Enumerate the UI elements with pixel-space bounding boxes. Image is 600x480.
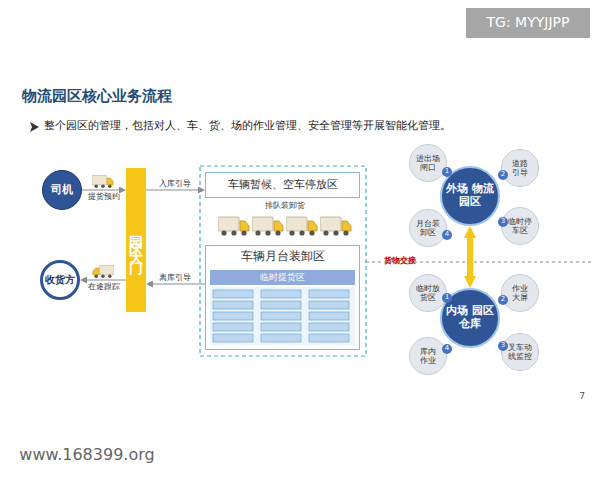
circle-shape: [502, 150, 539, 187]
circle-shape: [410, 145, 447, 182]
edge-label: 在途跟踪: [82, 282, 126, 292]
node-text: 临时放货区: [415, 284, 441, 302]
edge-label: 提货预约: [82, 192, 126, 202]
circle-shape: [502, 275, 539, 312]
callout-number: 3: [498, 341, 508, 351]
node-text: 叉车动线监控: [507, 343, 533, 361]
callout-number: 4: [442, 344, 452, 354]
truck-icon: [93, 265, 114, 278]
node-text: 临时提货区: [213, 272, 353, 282]
flow-arrow: [87, 280, 126, 281]
circle-shape: [441, 167, 499, 225]
truck-icon: [92, 175, 113, 188]
truck-icon: [286, 217, 317, 236]
circle-shape: [42, 262, 79, 299]
function-circle: 道路引导: [501, 149, 539, 187]
node-text: 司机: [44, 184, 80, 197]
callout-number: 2: [498, 295, 508, 305]
zone-box: 车辆月台装卸区临时提货区: [205, 245, 360, 350]
node-text: 内场 园区仓库: [445, 305, 495, 330]
node-text: 车辆月台装卸区: [208, 250, 358, 264]
edge-label: 货物交接: [376, 255, 424, 266]
zone-note: 排队装卸货: [250, 202, 320, 211]
bullet-text: 整个园区的管理，包括对人、车、货、场的作业管理、安全管理等开展智能化管理。: [44, 120, 584, 132]
circle-shape: [43, 171, 82, 210]
function-circle: 临时停车区: [501, 207, 539, 245]
circle-shape: [410, 338, 447, 375]
circle-shape: [410, 275, 447, 312]
circle-shape: [502, 334, 539, 371]
node-text: 园区大门: [128, 224, 144, 256]
flow-arrow: [153, 284, 205, 285]
node-text: 临时停车区: [507, 217, 533, 235]
actor-circle: 司机: [42, 170, 82, 210]
node-text: 作业大屏: [511, 284, 529, 302]
function-circle: 进出场闸口: [409, 144, 447, 182]
edge-label: 离库引导: [150, 272, 200, 283]
watermark: TG: MYYJJPP: [466, 8, 590, 38]
watermark: www.168399.org: [10, 440, 164, 470]
callout-number: 2: [498, 170, 508, 180]
callout-number: 1: [442, 167, 452, 177]
flow-arrow: [146, 190, 198, 191]
dashed-boundary: [200, 166, 366, 356]
page-number: 7: [574, 392, 590, 402]
zone-box: 车辆暂候、空车停放区: [205, 172, 360, 198]
circle-shape: [502, 208, 539, 245]
node-text: 库内作业: [419, 347, 437, 365]
truck-icon: [218, 217, 249, 236]
node-text: 收货方: [42, 274, 78, 286]
function-circle: 月台装卸区: [409, 209, 447, 247]
truck-icon: [320, 217, 351, 236]
edge-label: 入库引导: [150, 178, 200, 189]
node-text: 车辆暂候、空车停放区: [208, 179, 358, 192]
pickup-band: 临时提货区: [210, 270, 355, 285]
function-circle: 作业大屏: [501, 274, 539, 312]
function-circle: 库内作业: [409, 337, 447, 375]
circle-shape: [410, 210, 447, 247]
node-text: 月台装卸区: [415, 219, 441, 237]
function-circle: 叉车动线监控: [501, 333, 539, 371]
bullet-arrow: [30, 122, 39, 132]
gate-bar: 园区大门: [126, 168, 146, 312]
callout-number: 1: [442, 293, 452, 303]
node-text: 道路引导: [511, 159, 529, 177]
actor-circle: 收货方: [40, 260, 80, 300]
flow-arrow: [467, 238, 473, 276]
slide-title: 物流园区核心业务流程: [22, 87, 172, 106]
callout-number: 4: [442, 230, 452, 240]
circle-shape: [441, 289, 499, 347]
callout-number: 3: [498, 217, 508, 227]
truck-icon: [252, 217, 283, 236]
rack-grid: [210, 287, 355, 345]
flow-arrow: [82, 190, 119, 191]
node-text: 外场 物流园区: [445, 183, 495, 208]
node-text: 进出场闸口: [415, 154, 441, 172]
function-circle: 临时放货区: [409, 274, 447, 312]
